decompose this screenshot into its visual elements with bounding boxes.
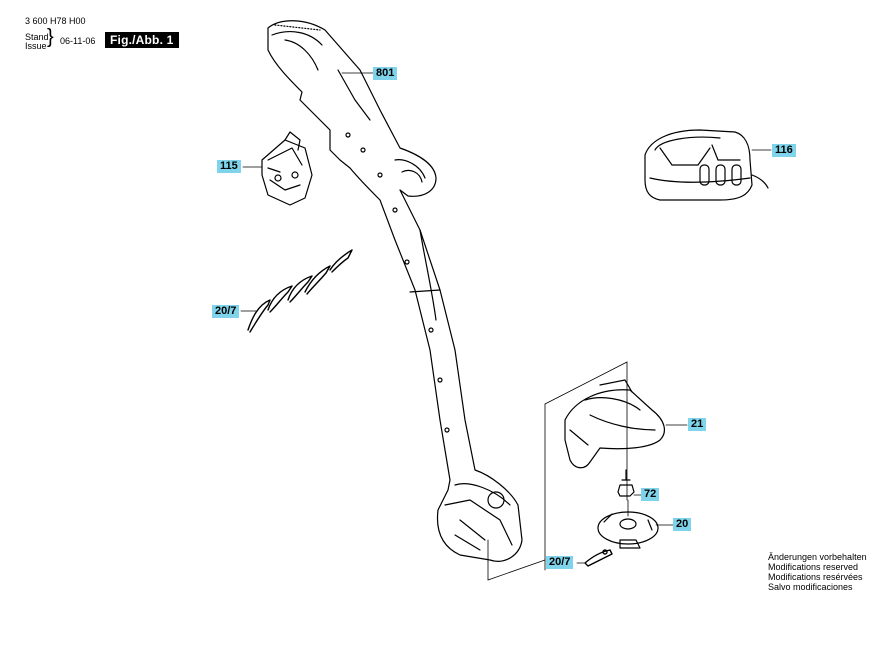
note-fr: Modifications resérvées <box>768 572 863 582</box>
brace: } <box>47 26 54 48</box>
trimmer-housing-801 <box>267 20 523 562</box>
callout-116: 116 <box>772 144 796 157</box>
nut-72 <box>617 469 635 497</box>
leader-lines <box>240 72 772 564</box>
callout-20-7-bottom: 20/7 <box>546 556 574 569</box>
issue-date: 06-11-06 <box>60 36 96 46</box>
guard-21 <box>564 379 666 469</box>
sub-assembly-frame <box>487 361 628 581</box>
switch-module-115 <box>261 131 313 206</box>
note-en: Modifications reserved <box>768 562 859 572</box>
callout-21: 21 <box>688 418 707 431</box>
modification-notes: Änderungen vorbehalten Modifications res… <box>768 552 867 592</box>
stand-label: Stand <box>25 32 49 42</box>
figure-label: Fig./Abb. 1 <box>105 32 179 48</box>
issue-label: Issue <box>25 41 47 51</box>
callout-801: 801 <box>373 67 398 80</box>
blade-20-7-bottom <box>584 549 613 567</box>
blades-20-7-top <box>247 249 353 333</box>
charger-116 <box>644 129 769 201</box>
callout-72: 72 <box>641 488 660 501</box>
doc-number: 3 600 H78 H00 <box>25 16 86 26</box>
note-es: Salvo modificaciones <box>768 582 853 592</box>
callout-115: 115 <box>217 160 241 173</box>
note-de: Änderungen vorbehalten <box>768 552 867 562</box>
cutting-disc-20 <box>597 499 659 549</box>
callout-20: 20 <box>673 518 692 531</box>
callout-20-7-top: 20/7 <box>212 305 240 318</box>
